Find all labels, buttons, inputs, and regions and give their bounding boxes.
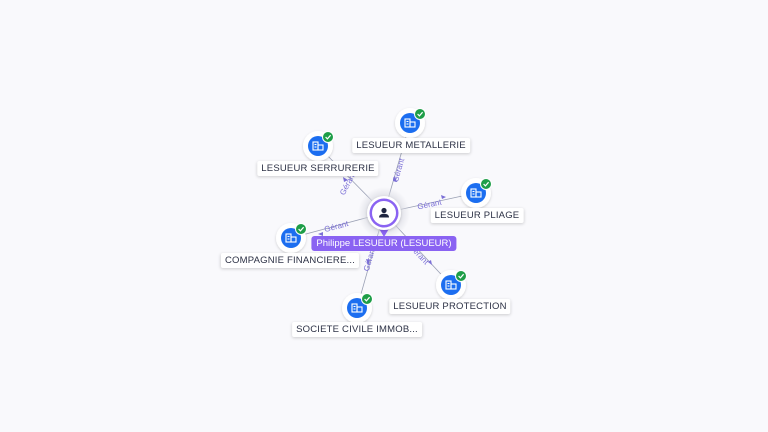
- edge-label: Gérant: [323, 219, 350, 234]
- company-node[interactable]: [342, 293, 373, 323]
- company-node[interactable]: [436, 270, 467, 300]
- edge-arrow: [441, 195, 446, 199]
- edge-arrow: [343, 177, 348, 182]
- company-node[interactable]: [276, 223, 307, 253]
- verified-check-icon: [414, 108, 426, 120]
- company-label: LESUEUR SERRURERIE: [257, 161, 379, 176]
- edge-arrow: [428, 260, 432, 265]
- company-node[interactable]: [303, 131, 334, 161]
- company-label: LESUEUR PLIAGE: [430, 208, 524, 223]
- company-label: LESUEUR PROTECTION: [389, 299, 511, 314]
- verified-check-icon: [322, 131, 334, 143]
- company-label: LESUEUR METALLERIE: [352, 138, 470, 153]
- verified-check-icon: [295, 223, 307, 235]
- company-label: COMPAGNIE FINANCIERE...: [220, 253, 360, 268]
- edge-arrow: [366, 259, 370, 265]
- building-icon: [445, 280, 457, 290]
- verified-check-icon: [480, 178, 492, 190]
- building-icon: [404, 118, 416, 128]
- building-icon: [470, 188, 482, 198]
- edge-label: Gérant: [391, 157, 407, 184]
- person-node[interactable]: [358, 187, 410, 239]
- verified-check-icon: [455, 270, 467, 282]
- company-node[interactable]: [461, 178, 492, 208]
- company-node[interactable]: [395, 108, 426, 138]
- verified-check-icon: [361, 293, 373, 305]
- edge-arrow: [393, 176, 397, 182]
- building-icon: [312, 141, 324, 151]
- person-label: Philippe LESUEUR (LESUEUR): [311, 236, 457, 251]
- building-icon: [351, 303, 363, 313]
- edge-arrow: [318, 232, 323, 236]
- company-label: SOCIETE CIVILE IMMOB...: [292, 322, 422, 337]
- building-icon: [285, 233, 297, 243]
- person-icon: [379, 207, 389, 218]
